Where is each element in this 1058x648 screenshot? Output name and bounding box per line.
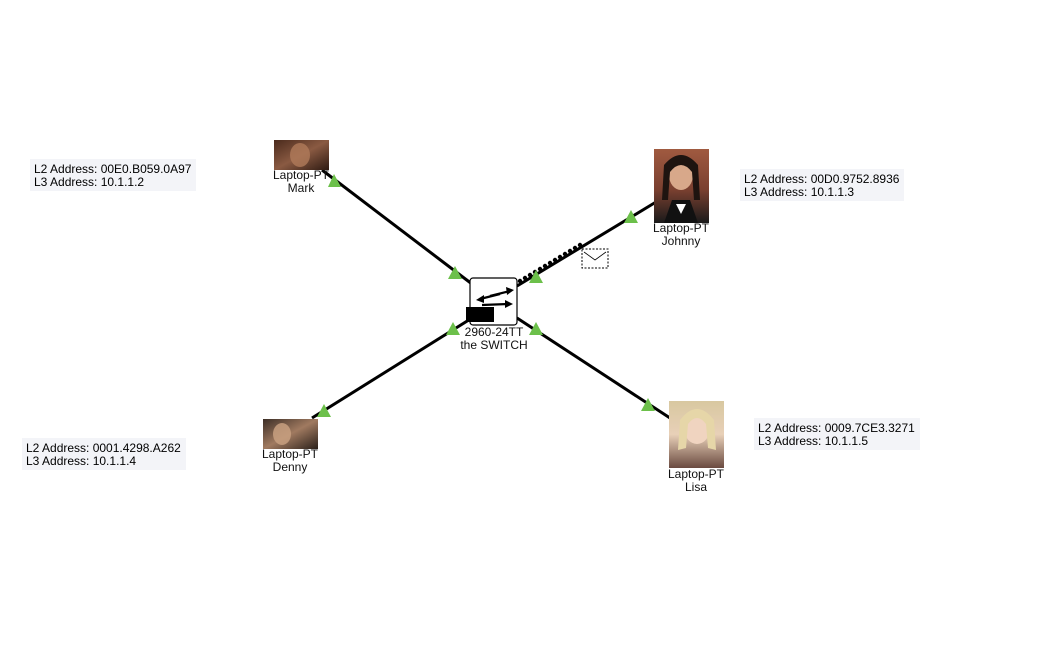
switch-name: the SWITCH	[460, 338, 528, 352]
laptop-lisa-avatar[interactable]	[669, 401, 724, 468]
l2-address: L2 Address: 0009.7CE3.3271	[758, 421, 915, 435]
link-denny-switch[interactable]	[311, 316, 473, 420]
l3-address: L3 Address: 10.1.1.2	[34, 175, 145, 189]
l3-address: L3 Address: 10.1.1.3	[744, 185, 855, 199]
address-note-mark: L2 Address: 00E0.B059.0A97 L3 Address: 1…	[30, 159, 196, 191]
address-note-lisa: L2 Address: 0009.7CE3.3271 L3 Address: 1…	[754, 418, 920, 450]
port-up-icon	[328, 174, 341, 187]
l2-address: L2 Address: 00D0.9752.8936	[744, 172, 900, 186]
switch-label: 2960-24TT the SWITCH	[460, 326, 527, 352]
port-status-indicators	[317, 174, 655, 417]
port-up-icon	[448, 266, 462, 279]
laptop-johnny-avatar[interactable]	[654, 149, 709, 223]
link-mark-switch[interactable]	[321, 168, 473, 286]
device-type: Laptop-PT	[272, 168, 330, 182]
device-name: Johnny	[661, 234, 701, 248]
device-name: Lisa	[684, 480, 708, 494]
address-note-johnny: L2 Address: 00D0.9752.8936 L3 Address: 1…	[740, 169, 904, 201]
laptop-johnny-label: Laptop-PT Johnny	[653, 222, 709, 248]
port-up-icon	[641, 398, 655, 411]
switch-port-block	[466, 307, 494, 322]
port-up-icon	[529, 322, 543, 335]
device-type: Laptop-PT	[652, 221, 710, 235]
l3-address: L3 Address: 10.1.1.4	[26, 454, 137, 468]
address-note-denny: L2 Address: 0001.4298.A262 L3 Address: 1…	[22, 438, 186, 470]
l2-address: L2 Address: 00E0.B059.0A97	[34, 162, 192, 176]
switch-arrows-icon	[476, 287, 514, 308]
l3-address: L3 Address: 10.1.1.5	[758, 434, 869, 448]
port-up-icon	[317, 404, 331, 417]
l2-address: L2 Address: 0001.4298.A262	[26, 441, 181, 455]
laptop-mark-label: Laptop-PT Mark	[273, 169, 329, 195]
laptop-lisa-label: Laptop-PT Lisa	[668, 468, 724, 494]
device-name: Mark	[287, 181, 315, 195]
port-up-icon	[446, 322, 460, 335]
link-johnny-switch[interactable]	[516, 200, 657, 288]
switch-model: 2960-24TT	[464, 325, 524, 339]
device-type: Laptop-PT	[667, 467, 725, 481]
envelope-icon[interactable]	[581, 248, 609, 269]
switch-device[interactable]	[466, 277, 518, 326]
device-name: Denny	[272, 460, 308, 474]
laptop-mark-avatar[interactable]	[274, 140, 329, 170]
port-up-icon	[624, 210, 638, 223]
device-type: Laptop-PT	[261, 447, 319, 461]
laptop-denny-label: Laptop-PT Denny	[262, 448, 318, 474]
port-up-icon	[529, 270, 543, 283]
laptop-denny-avatar[interactable]	[263, 419, 318, 449]
